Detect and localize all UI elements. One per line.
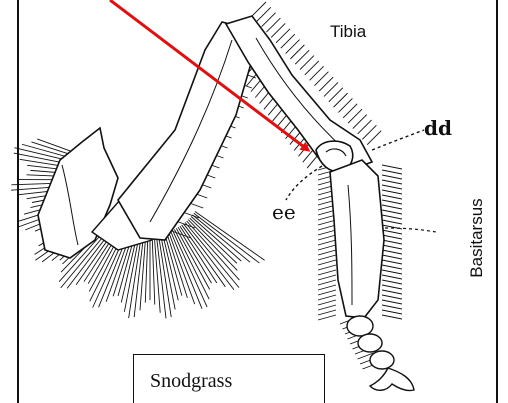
- femur-segment: [118, 22, 252, 240]
- basitarsus-leader-line: [385, 228, 436, 232]
- label-basitarsus: Basitarsus: [467, 183, 487, 293]
- claw-segment: [370, 368, 414, 391]
- label-dd: dd: [424, 116, 452, 140]
- credit-text: Snodgrass: [150, 370, 232, 393]
- tarsomere-3: [370, 351, 394, 369]
- basitarsus-segment: [330, 160, 384, 318]
- label-ee: ee: [272, 200, 296, 224]
- tarsomere-1: [347, 316, 373, 336]
- tarsomere-2: [358, 334, 382, 352]
- credit-box: Snodgrass: [133, 354, 325, 403]
- label-tibia: Tibia: [330, 22, 366, 42]
- ee-leader-line: [286, 166, 322, 200]
- dd-leader-line: [372, 130, 424, 150]
